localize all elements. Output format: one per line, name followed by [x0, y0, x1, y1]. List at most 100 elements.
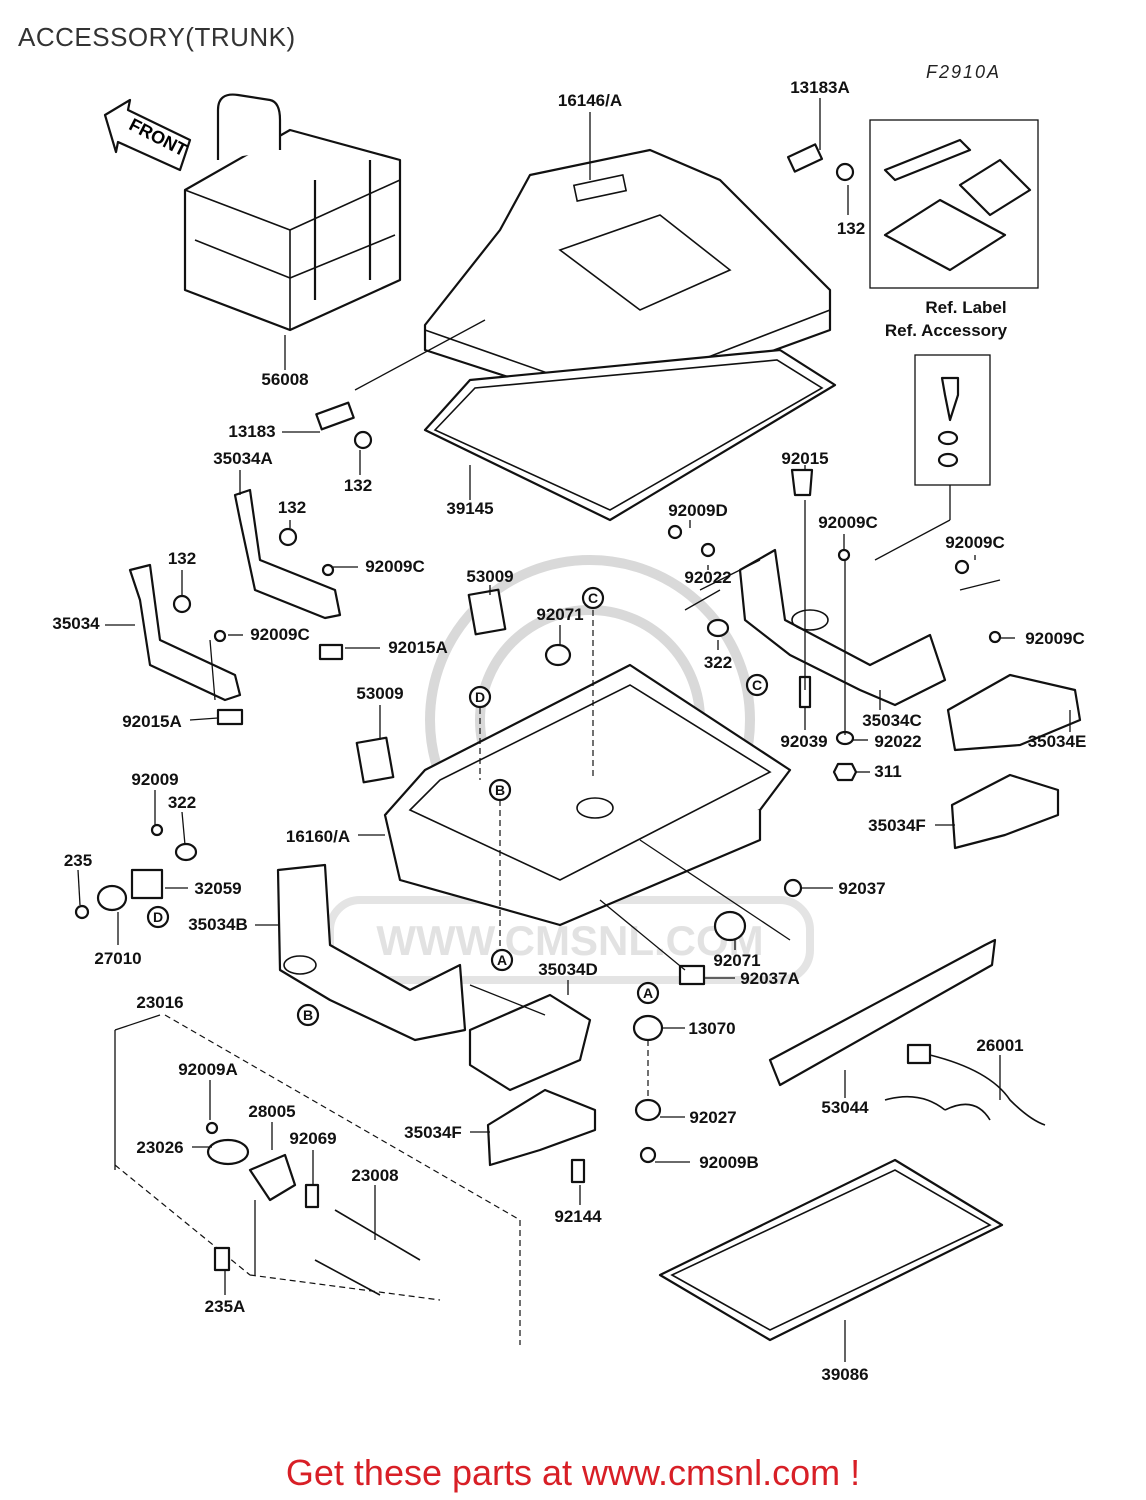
- part-label-35034C[interactable]: 35034C: [862, 711, 922, 730]
- hardware-icons: [74, 143, 1002, 1296]
- part-label-56008[interactable]: 56008: [261, 370, 308, 389]
- ref-label-text: Ref. Label: [925, 298, 1006, 317]
- part-label-23008[interactable]: 23008: [351, 1166, 398, 1185]
- part-label-23026[interactable]: 23026: [136, 1138, 183, 1157]
- part-label-35034D[interactable]: 35034D: [538, 960, 598, 979]
- svg-text:A: A: [643, 985, 653, 1001]
- part-label-322-a[interactable]: 322: [704, 653, 732, 672]
- trunk-assembly-56008: [183, 93, 402, 332]
- part-label-92009C-d[interactable]: 92009C: [945, 533, 1005, 552]
- ref-accessory-text: Ref. Accessory: [885, 321, 1008, 340]
- part-label-53009-b[interactable]: 53009: [356, 684, 403, 703]
- svg-text:C: C: [588, 590, 598, 606]
- part-label-132-a[interactable]: 132: [837, 219, 865, 238]
- part-label-35034F-b[interactable]: 35034F: [404, 1123, 462, 1142]
- figure-code: F2910A: [926, 62, 1002, 82]
- part-label-13070[interactable]: 13070: [688, 1019, 735, 1038]
- bracket-35034F-lower: [486, 1088, 597, 1167]
- alignment-lines: [209, 319, 1001, 1100]
- callout-b-bottom: B: [296, 1003, 320, 1027]
- part-label-53044[interactable]: 53044: [821, 1098, 869, 1117]
- svg-text:D: D: [475, 689, 485, 705]
- page-title: ACCESSORY(TRUNK): [18, 22, 296, 52]
- part-label-27010[interactable]: 27010: [94, 949, 141, 968]
- leader-lines: [77, 98, 1071, 1362]
- kit-23016-outline: [114, 1014, 521, 1345]
- part-label-235[interactable]: 235: [64, 851, 92, 870]
- part-label-92015A-b[interactable]: 92015A: [122, 712, 182, 731]
- part-label-132-d[interactable]: 132: [168, 549, 196, 568]
- callout-a-bottom: A: [636, 981, 660, 1005]
- svg-text:C: C: [752, 677, 762, 693]
- callout-d-top: D: [468, 685, 492, 709]
- part-label-92022-b[interactable]: 92022: [874, 732, 921, 751]
- callout-b-mid: B: [488, 778, 512, 802]
- part-label-92069[interactable]: 92069: [289, 1129, 336, 1148]
- bracket-35034B: [276, 863, 467, 1042]
- svg-text:B: B: [495, 782, 505, 798]
- part-label-39086[interactable]: 39086: [821, 1365, 868, 1384]
- part-label-92009B[interactable]: 92009B: [699, 1153, 759, 1172]
- part-label-322-b[interactable]: 322: [168, 793, 196, 812]
- footer-link[interactable]: Get these parts at www.cmsnl.com !: [285, 1452, 861, 1493]
- part-label-92009C-b[interactable]: 92009C: [250, 625, 310, 644]
- part-label-132-c[interactable]: 132: [278, 498, 306, 517]
- part-label-13183A[interactable]: 13183A: [790, 78, 850, 97]
- part-label-35034E[interactable]: 35034E: [1028, 732, 1087, 751]
- part-labels: 16146/A 13183A 132 56008 13183 132 39145…: [52, 78, 1086, 1384]
- part-label-92015[interactable]: 92015: [781, 449, 828, 468]
- part-label-132-b[interactable]: 132: [344, 476, 372, 495]
- bar-53044: [768, 938, 997, 1087]
- svg-text:D: D: [153, 909, 163, 925]
- mat-39086: [658, 1158, 1004, 1342]
- callout-a-mid: A: [490, 948, 514, 972]
- part-label-92009A[interactable]: 92009A: [178, 1060, 238, 1079]
- part-label-35034B[interactable]: 35034B: [188, 915, 248, 934]
- bracket-35034E: [946, 673, 1082, 752]
- callout-c-right: C: [745, 673, 769, 697]
- callouts: C D B A C D B A: [146, 586, 769, 1027]
- part-label-92009C-a[interactable]: 92009C: [365, 557, 425, 576]
- part-label-92009D[interactable]: 92009D: [668, 501, 728, 520]
- part-label-26001[interactable]: 26001: [976, 1036, 1023, 1055]
- part-label-53009-a[interactable]: 53009: [466, 567, 513, 586]
- part-label-16160A[interactable]: 16160/A: [286, 827, 350, 846]
- part-label-23016[interactable]: 23016: [136, 993, 183, 1012]
- gasket-39145: [423, 348, 837, 522]
- part-label-92009C-c[interactable]: 92009C: [818, 513, 878, 532]
- part-label-311[interactable]: 311: [874, 762, 901, 781]
- svg-text:A: A: [497, 952, 507, 968]
- part-label-92037A[interactable]: 92037A: [740, 969, 800, 988]
- trunk-lid-16146A: [423, 148, 832, 412]
- part-label-235A[interactable]: 235A: [205, 1297, 246, 1316]
- trunk-base-16160A: [383, 663, 792, 927]
- part-label-92022-a[interactable]: 92022: [684, 568, 731, 587]
- svg-text:B: B: [303, 1007, 313, 1023]
- part-label-39145[interactable]: 39145: [446, 499, 493, 518]
- part-label-13183[interactable]: 13183: [228, 422, 275, 441]
- bracket-35034C: [738, 548, 947, 707]
- part-label-92009[interactable]: 92009: [131, 770, 178, 789]
- watermark-text: WWW.CMSNL.COM: [376, 917, 763, 964]
- part-label-16146A[interactable]: 16146/A: [558, 91, 622, 110]
- part-label-32059[interactable]: 32059: [194, 879, 241, 898]
- part-label-92015A-a[interactable]: 92015A: [388, 638, 448, 657]
- bracket-35034D: [468, 993, 592, 1092]
- part-label-28005[interactable]: 28005: [248, 1102, 295, 1121]
- callout-d-left: D: [146, 905, 170, 929]
- harness-26001: [884, 1043, 1046, 1126]
- part-label-35034F-a[interactable]: 35034F: [868, 816, 926, 835]
- part-label-92037[interactable]: 92037: [838, 879, 885, 898]
- part-label-92071-a[interactable]: 92071: [536, 605, 583, 624]
- ref-label-panel: Ref. Label Ref. Accessory: [869, 119, 1039, 486]
- part-label-92027[interactable]: 92027: [689, 1108, 736, 1127]
- part-label-92071-b[interactable]: 92071: [713, 951, 760, 970]
- front-arrow-icon: FRONT: [103, 98, 192, 172]
- part-label-92144[interactable]: 92144: [554, 1207, 602, 1226]
- part-label-92039[interactable]: 92039: [780, 732, 827, 751]
- part-label-35034A[interactable]: 35034A: [213, 449, 273, 468]
- part-label-35034[interactable]: 35034: [52, 614, 100, 633]
- callout-c-top: C: [581, 586, 605, 610]
- part-label-92009C-e[interactable]: 92009C: [1025, 629, 1085, 648]
